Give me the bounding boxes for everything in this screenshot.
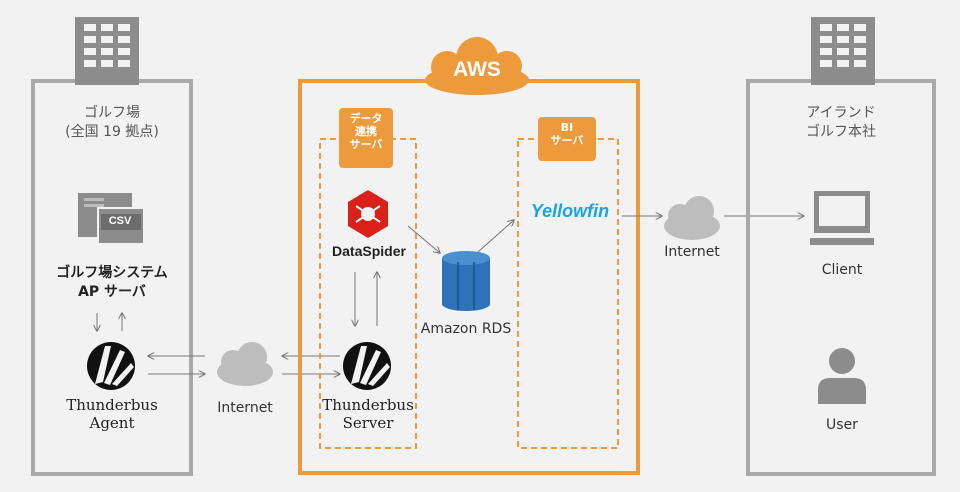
- data-integration-server-box: [319, 138, 417, 449]
- golf-system-line1: ゴルフ場システム: [56, 265, 168, 281]
- data-integration-server-tag: データ 連携 サーバ: [339, 108, 393, 168]
- aws-label: AWS: [453, 58, 501, 81]
- amazon-rds-icon: [442, 251, 490, 311]
- dataspider-logo: [348, 190, 388, 238]
- golf-system-line2: AP サーバ: [78, 284, 146, 300]
- csv-label: CSV: [108, 215, 132, 227]
- client-label: Client: [821, 262, 863, 278]
- internet-cloud-icon-right: [664, 196, 720, 240]
- head-office-building-icon: [811, 17, 875, 85]
- head-office-title-line2: ゴルフ本社: [806, 124, 876, 140]
- tag-line2: 連携: [355, 125, 377, 138]
- thunderbus-server-logo: [343, 342, 391, 390]
- head-office-title-line1: アイランド: [806, 105, 876, 121]
- bi-server-tag: BI サーバ: [538, 117, 596, 161]
- tag-line1: データ: [349, 112, 383, 125]
- user-icon: [818, 348, 866, 404]
- thunderbus-server-line2: Server: [342, 414, 394, 432]
- dataspider-label: DataSpider: [332, 243, 406, 259]
- thunderbus-agent-line1: Thunderbus: [66, 396, 158, 414]
- csv-server-icon: [78, 193, 145, 245]
- user-label: User: [826, 417, 858, 433]
- bi-tag-line2: サーバ: [550, 134, 584, 147]
- amazon-rds-label: Amazon RDS: [420, 321, 512, 337]
- aws-cloud-badge: [425, 37, 529, 95]
- building-icon: [75, 17, 139, 85]
- arrow-rds-to-yellowfin: [477, 220, 514, 253]
- golf-course-title-line1: ゴルフ場: [84, 105, 140, 121]
- internet-left-label: Internet: [217, 400, 273, 416]
- golf-course-title-line2: (全国 19 拠点): [65, 124, 159, 140]
- internet-right-label: Internet: [664, 244, 720, 260]
- bi-tag-line1: BI: [560, 121, 574, 134]
- client-computer-icon: [810, 191, 874, 245]
- internet-cloud-icon-left: [217, 342, 273, 386]
- thunderbus-server-line1: Thunderbus: [322, 396, 414, 414]
- tag-line3: サーバ: [349, 138, 383, 151]
- yellowfin-logo: Yellowfin: [530, 201, 610, 221]
- bi-server-box: [517, 138, 619, 449]
- thunderbus-agent-logo: [87, 342, 135, 390]
- thunderbus-agent-line2: Agent: [89, 414, 135, 432]
- arrow-dataspider-to-rds: [407, 225, 440, 253]
